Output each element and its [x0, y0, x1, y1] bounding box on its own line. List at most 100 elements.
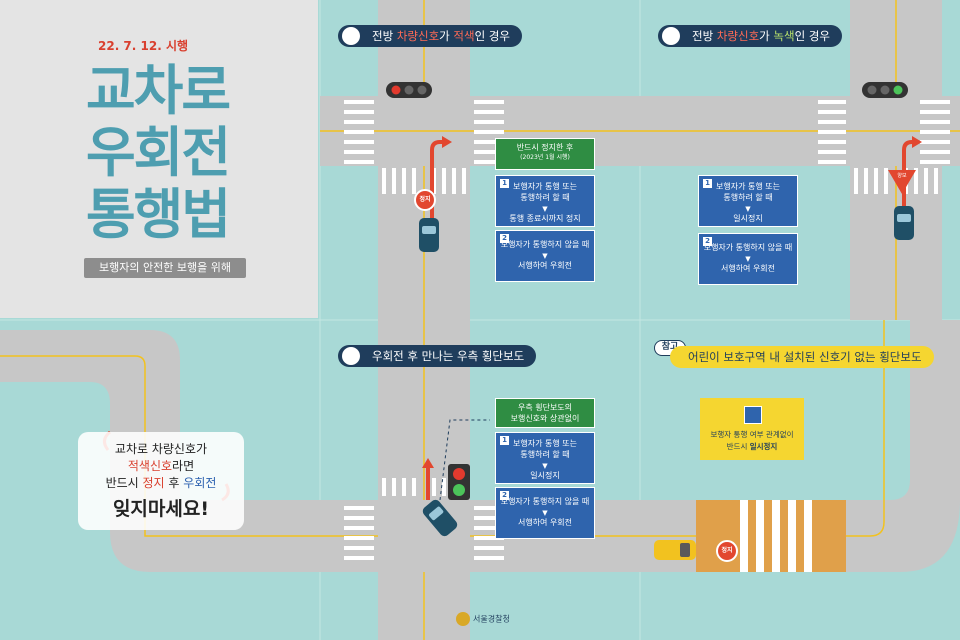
header-text: 인 경우: [794, 29, 830, 43]
reminder-text: 라면: [172, 459, 195, 473]
reminder-text: 교차로 차량신호가: [114, 442, 208, 456]
info-text: 통행하려 할 때: [520, 192, 570, 202]
down-arrow-icon: ▼: [542, 204, 548, 213]
title-line: 교차로: [86, 59, 231, 122]
info-result: 일시정지: [530, 470, 560, 480]
info-result: 서행하여 우회전: [720, 263, 776, 273]
header-text: 가: [759, 29, 774, 43]
info-box-case-1: 1 보행자가 통행 또는 통행하려 할 때 ▼ 통행 종료시까지 정지: [495, 175, 595, 227]
info-result: 통행 종료시까지 정지: [509, 213, 581, 223]
info-text: 보행자가 통행 또는: [513, 182, 577, 191]
header-right-crosswalk: 우회전 후 만나는 우측 횡단보도: [338, 345, 537, 367]
stop-sign-icon: 정지: [414, 189, 436, 211]
stop-sign-icon: 정지: [716, 540, 738, 562]
case-number: 2: [500, 234, 509, 243]
subtitle: 보행자의 안전한 보행을 위해: [84, 258, 246, 278]
header-text: 전방: [692, 29, 717, 43]
header-text: 가: [439, 29, 454, 43]
steering-wheel-icon: [342, 347, 360, 365]
steering-wheel-icon: [342, 27, 360, 45]
header-highlight: 차량신호: [396, 29, 440, 43]
school-zone-notice: 보행자 통행 여부 관계없이 반드시 일시정지: [700, 398, 804, 460]
car-icon: [894, 206, 914, 240]
effective-date: 22. 7. 12. 시행: [98, 39, 189, 53]
info-result: 서행하여 우회전: [517, 260, 573, 270]
header-green-signal: 전방 차량신호가 녹색인 경우: [658, 25, 842, 47]
arrow-head: [442, 136, 452, 148]
title-line: 통행법: [86, 183, 231, 246]
police-emblem-icon: [456, 612, 470, 626]
info-text: 보행신호와 상관없이: [510, 413, 580, 423]
arrow-head: [912, 136, 922, 148]
yield-sign-icon: [888, 170, 916, 194]
case-number: 1: [500, 179, 509, 188]
dashed-pointer: [439, 419, 490, 501]
info-box-case-2: 2 보행자가 통행하지 않을 때 ▼ 서행하여 우회전: [698, 233, 798, 285]
down-arrow-icon: ▼: [745, 254, 751, 263]
car-icon: [422, 499, 458, 537]
header-highlight: 녹색: [773, 29, 795, 43]
header-text: 인 경우: [474, 29, 510, 43]
case-number: 1: [703, 179, 712, 188]
header-school-zone: 어린이 보호구역 내 설치된 신호기 없는 횡단보도: [670, 346, 934, 368]
header-highlight: 차량신호: [716, 29, 760, 43]
info-text: 보행자가 통행 또는: [716, 182, 780, 191]
right-turn-arrow: [902, 140, 914, 208]
reminder-highlight: 정지: [142, 476, 165, 490]
traffic-light-red: [386, 82, 432, 98]
reminder-headline: 잊지마세요!: [112, 498, 210, 520]
steering-wheel-icon: [662, 27, 680, 45]
info-text: 보행자가 통행하지 않을 때: [703, 243, 793, 252]
info-text: 통행하려 할 때: [723, 192, 773, 202]
reminder-text: 후: [164, 476, 184, 490]
info-result: 서행하여 우회전: [517, 517, 573, 527]
header-red-signal: 전방 차량신호가 적색인 경우: [338, 25, 522, 47]
info-text: 반드시 정지한 후: [516, 143, 574, 152]
case-number: 2: [703, 237, 712, 246]
notice-emphasis: 일시정지: [749, 442, 778, 451]
down-arrow-icon: ▼: [542, 461, 548, 470]
header-highlight: 적색: [453, 29, 475, 43]
right-turn-arrow: [430, 140, 444, 220]
title-panel: 22. 7. 12. 시행 교차로 우회전 통행법 보행자의 안전한 보행을 위…: [0, 0, 318, 318]
down-arrow-icon: ▼: [542, 251, 548, 260]
info-box-case-1: 1 보행자가 통행 또는 통행하려 할 때 ▼ 일시정지: [495, 432, 595, 484]
car-icon: [654, 540, 696, 560]
logo-text: 서울경찰청: [473, 614, 510, 624]
notice-text: 반드시: [726, 442, 750, 451]
yield-sign-label: 양보: [897, 173, 907, 179]
header-text: 우회전 후 만나는 우측 횡단보도: [372, 349, 525, 363]
info-box-regardless: 우측 횡단보도의 보행신호와 상관없이: [495, 398, 595, 428]
info-text: 보행자가 통행 또는: [513, 439, 577, 448]
traffic-light-green: [862, 82, 908, 98]
school-zone-icon: [744, 406, 762, 424]
reminder-highlight: 적색신호: [127, 459, 173, 473]
pedestrian-signal: [448, 464, 470, 500]
center-line: [0, 355, 640, 537]
info-text: 보행자가 통행하지 않을 때: [500, 497, 590, 506]
header-text: 전방: [372, 29, 397, 43]
center-line: [640, 320, 885, 537]
crosswalk: [740, 500, 812, 572]
school-zone-area: [696, 500, 846, 572]
info-box-case-2: 2 보행자가 통행하지 않을 때 ▼ 서행하여 우회전: [495, 230, 595, 282]
down-arrow-icon: ▼: [745, 204, 751, 213]
info-note: (2023년 1월 시행): [520, 153, 570, 161]
notice-text: 보행자 통행 여부 관계없이: [710, 430, 794, 439]
info-text: 우측 횡단보도의: [517, 403, 573, 412]
title-line: 우회전: [86, 121, 231, 184]
info-box-case-2: 2 보행자가 통행하지 않을 때 ▼ 서행하여 우회전: [495, 487, 595, 539]
car-icon: [419, 218, 439, 252]
info-text: 보행자가 통행하지 않을 때: [500, 240, 590, 249]
down-arrow-icon: ▼: [542, 508, 548, 517]
reminder-highlight: 우회전: [183, 476, 217, 490]
info-text: 통행하려 할 때: [520, 449, 570, 459]
info-box-case-1: 1 보행자가 통행 또는 통행하려 할 때 ▼ 일시정지: [698, 175, 798, 227]
police-logo: 서울경찰청: [456, 612, 510, 626]
info-result: 일시정지: [733, 213, 763, 223]
info-box-stop: 반드시 정지한 후 (2023년 1월 시행): [495, 138, 595, 170]
case-number: 2: [500, 491, 509, 500]
case-number: 1: [500, 436, 509, 445]
reminder-box: 교차로 차량신호가 적색신호라면 반드시 정지 후 우회전 잊지마세요!: [78, 432, 244, 530]
